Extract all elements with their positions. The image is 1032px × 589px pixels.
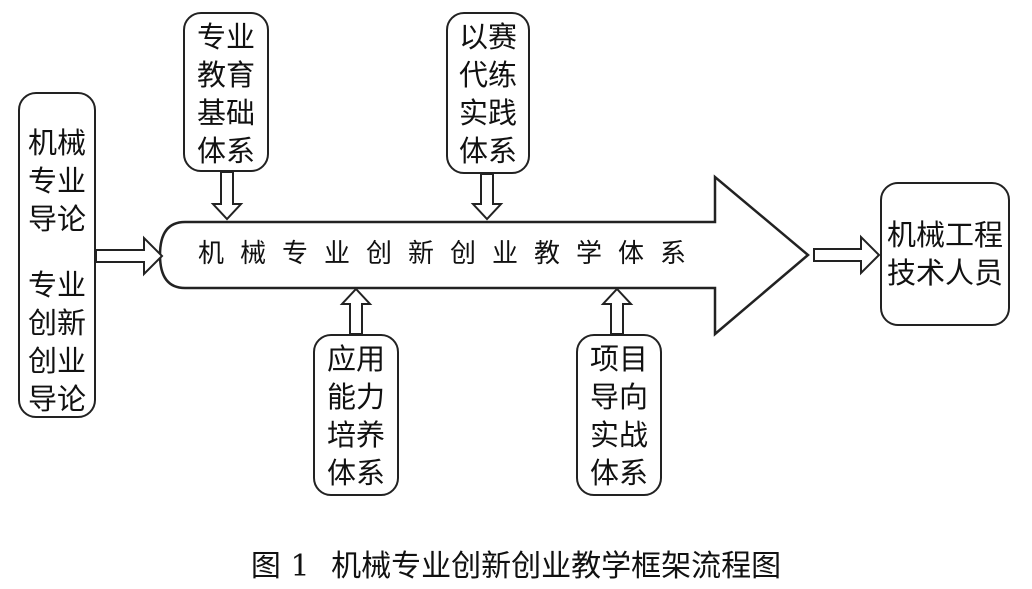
right-output-text: 机械工程 技术人员 [886, 218, 1003, 290]
top-box-competition-text: 以赛 代练 实践 体系 [458, 20, 517, 168]
main-process-arrow [158, 174, 810, 337]
figure-caption: 图 1 机械专业创新创业教学框架流程图 [0, 548, 1032, 586]
top-arrow-2 [470, 173, 504, 221]
top-box-foundation [183, 12, 269, 172]
left-intro-group2: 专业 创新 创业 导论 [27, 268, 86, 416]
top-box-foundation-text: 专业 教育 基础 体系 [196, 20, 255, 168]
left-intro-group1: 机械 专业 导论 [27, 126, 86, 236]
bottom-box-project [576, 334, 662, 496]
bottom-box-project-text: 项目 导向 实战 体系 [589, 342, 648, 490]
right-output-arrow [813, 234, 881, 276]
top-box-competition [446, 12, 530, 174]
figure-number: 图 1 [250, 549, 310, 584]
main-arrow-label: 机械专业创新创业教学体系 [197, 239, 702, 269]
bottom-box-application-text: 应用 能力 培养 体系 [326, 342, 385, 490]
bottom-arrow-2 [600, 287, 634, 335]
left-input-arrow [95, 235, 164, 277]
bottom-arrow-1 [339, 287, 373, 335]
top-arrow-1 [210, 171, 244, 221]
bottom-box-application [313, 334, 399, 496]
right-output-box [880, 182, 1010, 326]
figure-title: 机械专业创新创业教学框架流程图 [331, 549, 782, 584]
left-intro-box [18, 92, 96, 418]
